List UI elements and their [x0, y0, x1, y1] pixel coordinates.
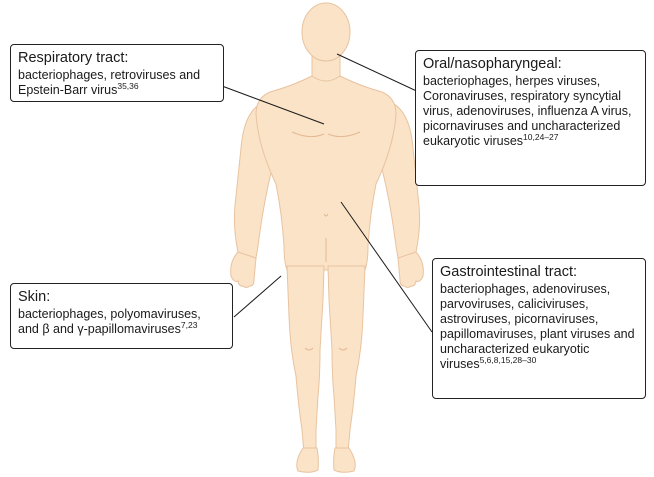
gastrointestinal-text: bacteriophages, adenoviruses, parvovirus… — [440, 282, 638, 372]
respiratory-references: 35,36 — [117, 81, 138, 91]
head — [302, 3, 350, 61]
right-leg — [328, 266, 365, 452]
gastrointestinal-references: 5,6,8,15,28–30 — [480, 355, 537, 365]
gastrointestinal-tract-callout: Gastrointestinal tract: bacteriophages, … — [432, 258, 646, 399]
right-hand — [398, 252, 423, 288]
right-foot — [334, 448, 356, 472]
skin-callout: Skin: bacteriophages, polyomaviruses, an… — [10, 283, 233, 349]
skin-title: Skin: — [18, 289, 225, 306]
respiratory-title: Respiratory tract: — [18, 50, 216, 67]
gastrointestinal-title: Gastrointestinal tract: — [440, 264, 638, 281]
skin-text: bacteriophages, polyomaviruses, and β an… — [18, 307, 225, 337]
beta-symbol: β — [42, 322, 49, 336]
oral-text: bacteriophages, herpes viruses, Coronavi… — [423, 74, 638, 149]
skin-viruses-part-3: -papillomaviruses — [84, 322, 181, 336]
left-leg — [287, 266, 324, 452]
respiratory-tract-callout: Respiratory tract: bacteriophages, retro… — [10, 44, 224, 102]
body-silhouette — [231, 3, 424, 472]
gastrointestinal-viruses: bacteriophages, adenoviruses, parvovirus… — [440, 282, 635, 371]
respiratory-viruses: bacteriophages, retroviruses and Epstein… — [18, 68, 200, 97]
skin-references: 7,23 — [181, 320, 198, 330]
skin-viruses-part-2: and — [50, 322, 78, 336]
respiratory-text: bacteriophages, retroviruses and Epstein… — [18, 68, 216, 98]
left-hand — [231, 252, 256, 288]
oral-references: 10,24–27 — [523, 132, 558, 142]
left-foot — [297, 448, 319, 472]
oral-nasopharyngeal-callout: Oral/nasopharyngeal: bacteriophages, her… — [415, 50, 646, 186]
oral-title: Oral/nasopharyngeal: — [423, 56, 638, 73]
